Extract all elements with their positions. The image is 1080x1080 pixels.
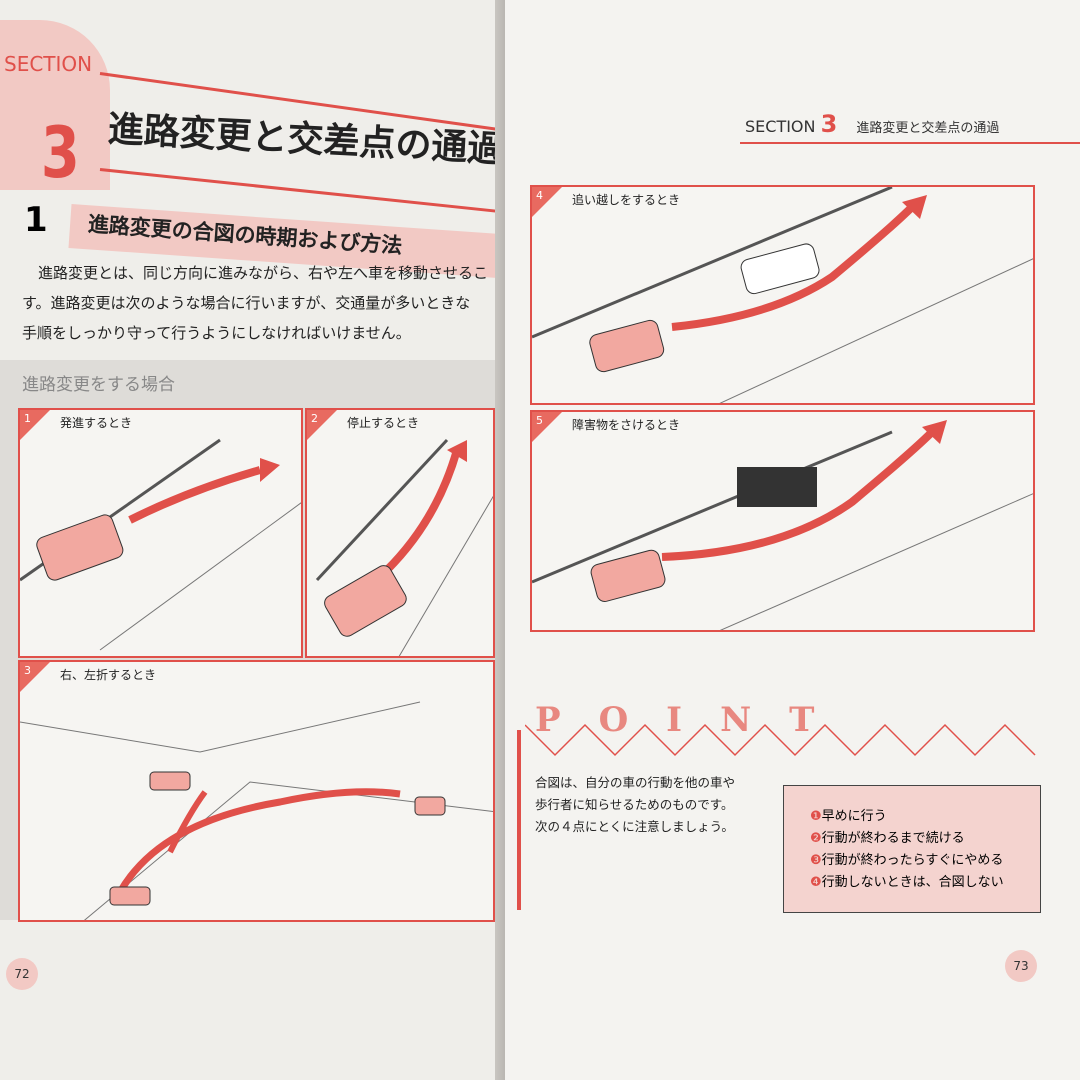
item-marker: ❸ [810,853,822,868]
panel-4: 4 追い越しをするとき [530,185,1035,405]
point-line: 合図は、自分の車の行動を他の車や [535,775,736,790]
header-title: 進路変更と交差点の通過 [856,121,1000,136]
illustration-overtake [532,187,1033,403]
panel-1: 1 発進するとき [18,408,303,658]
panel-caption: 右、左折するとき [60,668,157,682]
panel-caption: 追い越しをするとき [572,193,681,207]
right-page: SECTION 3 進路変更と交差点の通過 4 追い越しをするとき 5 障害物を… [505,0,1080,1080]
illustration-heading: 進路変更をする場合 [22,375,175,395]
divider [740,142,1080,144]
point-item: ❶早めに行う [810,806,1040,828]
header-number: 3 [820,110,838,138]
illustration-stop [315,438,493,656]
section-label: SECTION [4,52,93,76]
item-text: 行動が終わるまで続ける [821,831,965,846]
point-item: ❸行動が終わったらすぐにやめる [810,850,1040,872]
item-text: 早めに行う [821,809,887,824]
panel-caption: 停止するとき [347,416,420,430]
illustration-obstacle [532,420,1033,630]
body-line: 手順をしっかり守って行うようにしなければいけません。 [22,324,411,342]
section-number: 3 [40,112,80,194]
item-text: 行動しないときは、合図しない [821,875,1004,890]
point-heading: POINT [535,700,853,740]
divider [99,168,498,213]
point-text: 合図は、自分の車の行動を他の車や 歩行者に知らせるためのものです。 次の４点にと… [535,772,735,838]
body-line: 進路変更とは、同じ方向に進みながら、右や左へ車を移動させるこ [38,264,489,282]
panel-3: 3 右、左折するとき [18,660,495,922]
section-tab [0,20,110,190]
point-item: ❹行動しないときは、合図しない [810,872,1040,894]
item-marker: ❷ [810,831,822,846]
item-marker: ❶ [810,809,822,824]
zigzag-divider [525,723,1036,757]
page-number: 73 [1005,950,1037,982]
body-text: 進路変更とは、同じ方向に進みながら、右や左へ車を移動させるこ す。進路変更は次の… [22,258,502,348]
left-page: SECTION 3 進路変更と交差点の通過 1 進路変更の合図の時期および方法 … [0,0,515,1080]
point-line: 次の４点にとくに注意しましょう。 [535,819,734,834]
point-item: ❷行動が終わるまで続ける [810,828,1040,850]
subsection-number: 1 [24,200,48,240]
illustration-start [20,438,301,651]
page-number: 72 [6,958,38,990]
illustration-turn [20,701,493,920]
running-header: SECTION 3 進路変更と交差点の通過 [745,110,999,138]
item-text: 行動が終わったらすぐにやめる [821,853,1004,868]
point-list: ❶早めに行う ❷行動が終わるまで続ける ❸行動が終わったらすぐにやめる ❹行動し… [783,785,1041,913]
panel-caption: 発進するとき [60,416,133,430]
panel-5: 5 障害物をさけるとき [530,410,1035,632]
item-marker: ❹ [810,875,822,890]
header-section: SECTION [745,117,816,136]
point-line: 歩行者に知らせるためのものです。 [535,797,734,812]
panel-caption: 障害物をさけるとき [572,418,681,432]
accent-bar [517,730,521,910]
body-line: す。進路変更は次のような場合に行いますが、交通量が多いときな [22,294,471,312]
page-title: 進路変更と交差点の通過 [106,109,505,171]
panel-2: 2 停止するとき [305,408,495,658]
